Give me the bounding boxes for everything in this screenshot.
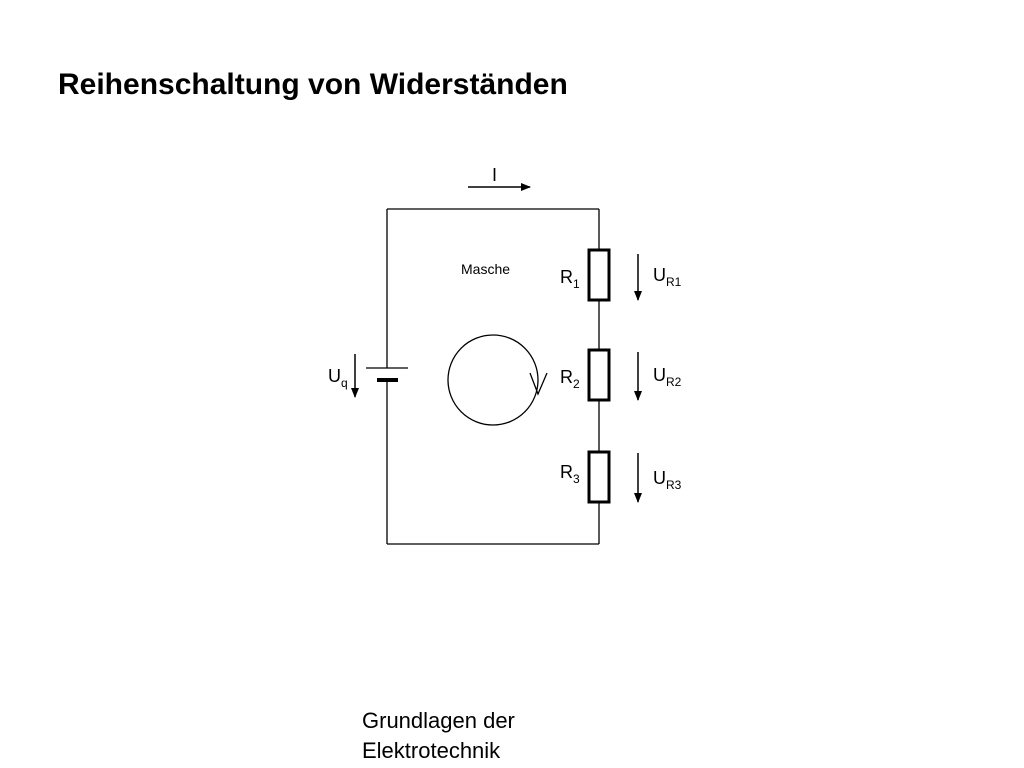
voltage-label-r1: UR1 <box>653 265 682 289</box>
current-label: I <box>492 165 497 185</box>
source-voltage-label: Uq <box>328 366 348 390</box>
mesh-direction-arrow <box>529 372 548 396</box>
resistor-r1 <box>587 248 611 302</box>
footer-line-2: Elektrotechnik <box>362 738 501 763</box>
resistor-r3-label: R3 <box>560 462 580 486</box>
mesh-circle <box>447 334 539 426</box>
mesh-loop <box>447 334 548 426</box>
voltage-label-r2: UR2 <box>653 365 682 389</box>
resistor-r2-label: R2 <box>560 367 580 391</box>
resistor-r3 <box>587 450 611 504</box>
voltage-label-r3: UR3 <box>653 468 682 492</box>
mesh-label: Masche <box>461 261 510 277</box>
circuit-wires <box>386 208 600 545</box>
resistor-r1-label: R1 <box>560 267 580 291</box>
slide-footer: Grundlagen der Elektrotechnik <box>362 706 515 766</box>
resistor-r2 <box>587 348 611 402</box>
footer-line-1: Grundlagen der <box>362 708 515 733</box>
voltage-source <box>366 367 408 382</box>
slide-title: Reihenschaltung von Widerständen <box>58 68 568 101</box>
